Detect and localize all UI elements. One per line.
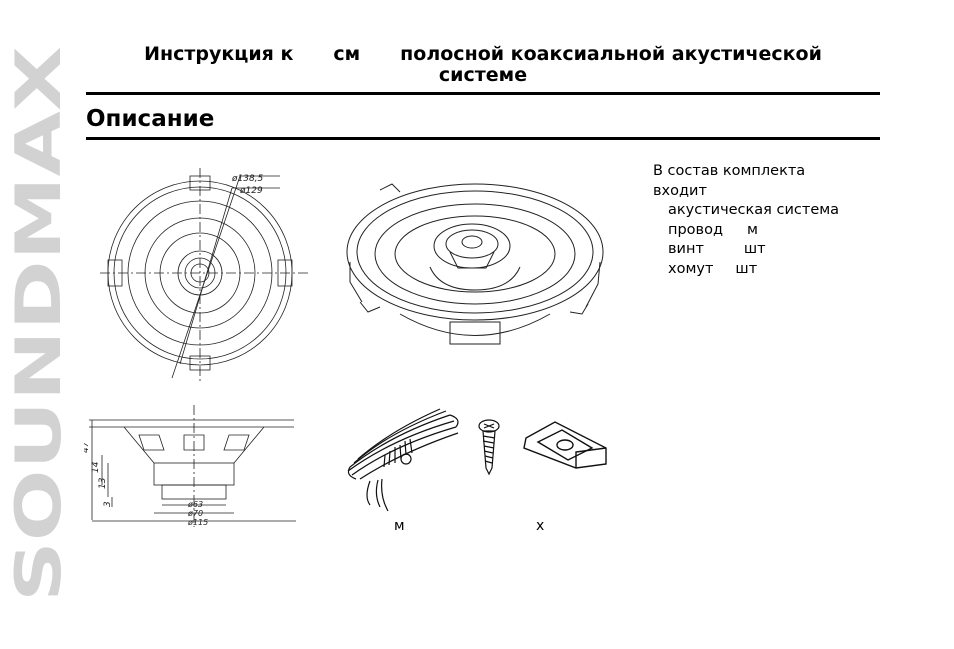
brand-text: SOUNDMAX [2,46,66,602]
kit-heading-2: входит [653,182,707,199]
kit-item-unit: шт [735,260,758,277]
dimension-d115: ø115 [187,518,208,527]
dimension-height-total: 47 [84,441,91,453]
page-title: Инструкция к см полосной коаксиальной акус… [86,44,880,86]
screw-drawing [478,419,500,476]
title-part-2: см [333,43,361,65]
soundmax-logo: SOUNDMAX [2,46,75,602]
cross-caption: x [536,518,545,534]
title-divider [86,92,880,95]
title-line-2: системе [438,64,528,86]
kit-item: провод м [653,221,839,241]
wire-caption: м [394,518,405,534]
dimension-inner: ø129 [239,186,263,196]
kit-item: винт шт [653,240,839,260]
brand-watermark: SOUNDMAX [2,44,75,604]
kit-item: хомут шт [653,260,839,280]
kit-heading-1: В состав комплекта [653,163,806,179]
title-part-3: полосной коаксиальной акустической [400,43,822,65]
speaker-side-view-drawing: 47 14 13 3 ø63 ø70 ø115 [84,405,296,527]
speaker-front-view-drawing: ø138,5 ø129 [100,168,310,383]
section-title: Описание [86,106,215,132]
kit-item-name: провод [668,221,723,238]
section-divider [86,137,880,140]
kit-item-name: акустическая система [668,202,840,218]
dimension-outer: ø138,5 [231,174,264,184]
dimension-height-base: 3 [103,501,113,507]
speaker-perspective-drawing [346,183,604,345]
kit-contents: В состав комплекта входит акустическая с… [653,162,839,279]
dimension-d63: ø63 [187,500,203,509]
kit-item-unit: шт [743,241,766,257]
dimension-d70: ø70 [187,509,203,518]
kit-item: акустическая система [653,201,839,221]
clip-drawing [523,421,607,469]
title-part-1: Инструкция к [144,43,294,65]
wire-coil-drawing [347,408,459,512]
dimension-height-mid: 14 [91,461,101,473]
kit-item-name: винт [668,241,704,257]
kit-item-name: хомут [668,260,714,277]
kit-item-unit: м [747,221,758,238]
dimension-height-low: 13 [98,477,108,489]
